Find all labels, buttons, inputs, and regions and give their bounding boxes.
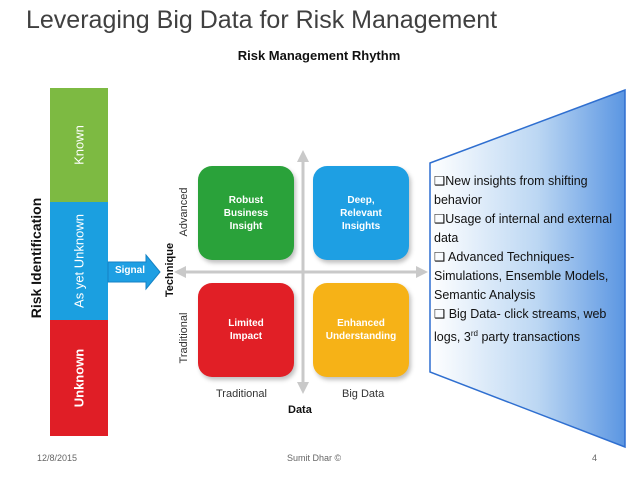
matrix-axes: [174, 150, 428, 394]
quadrant-label: Limited Impact: [228, 318, 264, 342]
checkbox-bullet-icon: ❑: [434, 212, 446, 226]
outcomes-list: ❑New insights from shifting behavior ❑Us…: [434, 172, 630, 347]
segment-as-yet-unknown: As yet Unknown: [50, 202, 108, 320]
list-item: ❑New insights from shifting behavior: [434, 174, 588, 207]
list-item: ❑ Big Data- click streams, web logs, 3rd…: [434, 307, 607, 345]
data-axis-label: Data: [288, 404, 312, 416]
x-tick-traditional: Traditional: [216, 388, 267, 400]
outcomes-funnel: [429, 88, 626, 449]
checkbox-bullet-icon: ❑: [434, 250, 446, 264]
signal-arrow: [107, 253, 161, 291]
quadrant-limited-impact: Limited Impact: [198, 283, 294, 377]
quadrant-label: Deep, Relevant Insights: [340, 194, 382, 232]
y-tick-traditional: Traditional: [178, 312, 190, 364]
technique-axis-label: Technique: [164, 242, 176, 298]
segment-unknown: Unknown: [50, 320, 108, 436]
y-tick-advanced: Advanced: [178, 187, 190, 237]
footer-date: 12/8/2015: [37, 453, 78, 463]
quadrant-robust-business-insight: Robust Business Insight: [198, 166, 294, 260]
quadrant-enhanced-understanding: Enhanced Understanding: [313, 283, 409, 377]
list-item: ❑Usage of internal and external data: [434, 212, 612, 245]
quadrant-label: Enhanced Understanding: [325, 318, 397, 342]
checkbox-bullet-icon: ❑: [434, 174, 446, 188]
quadrant-label: Robust Business Insight: [223, 194, 269, 232]
quadrant-deep-relevant-insights: Deep, Relevant Insights: [313, 166, 409, 260]
footer-page-number: 4: [592, 453, 598, 463]
list-item: ❑ Advanced Techniques- Simulations, Ense…: [434, 250, 609, 302]
footer-author: Sumit Dhar ©: [287, 453, 342, 463]
x-tick-big-data: Big Data: [342, 388, 385, 400]
slide-title: Leveraging Big Data for Risk Management: [26, 6, 498, 34]
segment-known: Known: [50, 88, 108, 202]
checkbox-bullet-icon: ❑: [434, 307, 446, 321]
slide-subtitle: Risk Management Rhythm: [237, 48, 401, 63]
